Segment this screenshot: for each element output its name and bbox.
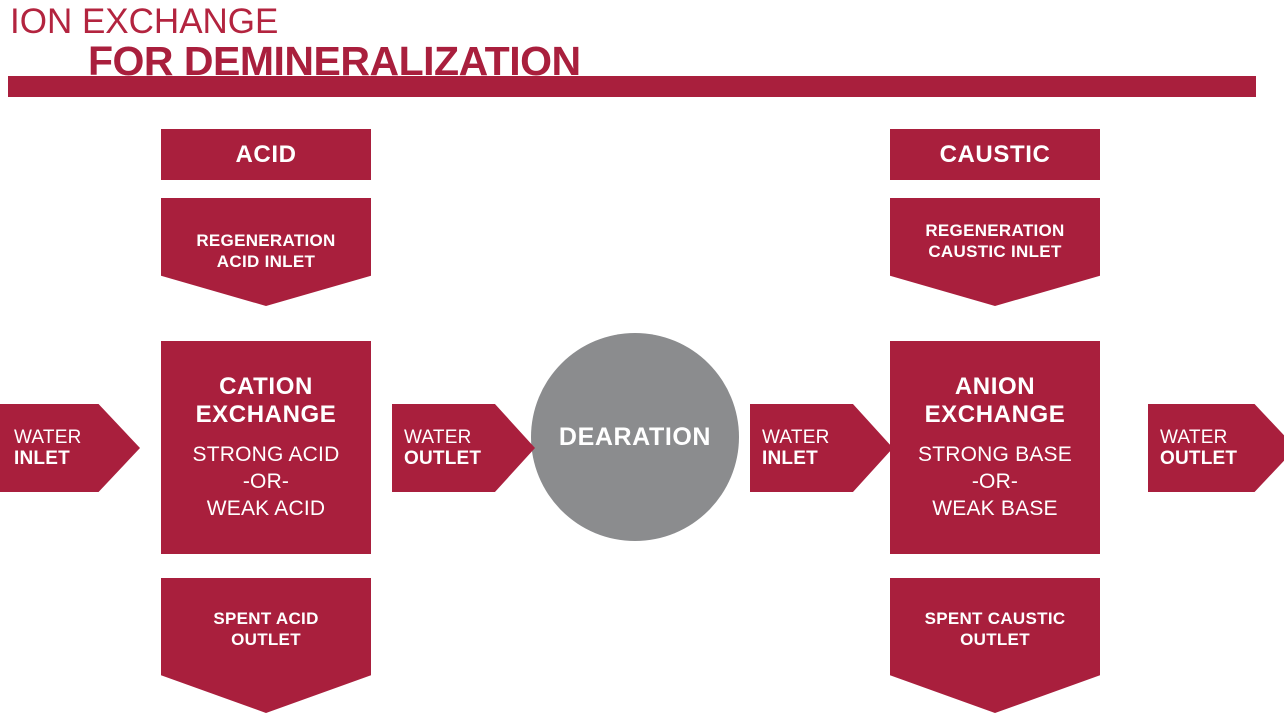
spent-caustic-outlet-line1: SPENT CAUSTIC xyxy=(924,609,1066,628)
spent-acid-outlet-line2: OUTLET xyxy=(231,630,301,649)
water-outlet-arrow-to-dearation-line1: WATER xyxy=(404,426,472,448)
title-primary: ION EXCHANGE xyxy=(10,2,279,41)
water-inlet-arrow-to-anion-line1: WATER xyxy=(762,426,830,448)
water-outlet-arrow-to-dearation: WATER OUTLET xyxy=(392,404,535,492)
regeneration-caustic-inlet-line2: CAUSTIC INLET xyxy=(928,242,1062,261)
regeneration-caustic-inlet-arrow: REGENERATION CAUSTIC INLET xyxy=(890,198,1100,306)
regeneration-acid-inlet-line1: REGENERATION xyxy=(196,231,336,250)
caustic-chemical-box: CAUSTIC xyxy=(890,129,1100,180)
dearation-circle: DEARATION xyxy=(531,333,739,541)
acid-chemical-box: ACID xyxy=(161,129,371,180)
cation-detail-line3: WEAK ACID xyxy=(206,497,326,520)
cation-detail-line2: -OR- xyxy=(242,470,290,493)
regeneration-acid-inlet-arrow: REGENERATION ACID INLET xyxy=(161,198,371,306)
cation-exchange-heading-line1: CATION xyxy=(219,373,313,400)
anion-detail-line2: -OR- xyxy=(971,470,1019,493)
caustic-label: CAUSTIC xyxy=(939,140,1051,168)
anion-detail-line1: STRONG BASE xyxy=(918,443,1072,466)
regeneration-caustic-inlet-line1: REGENERATION xyxy=(925,221,1065,240)
water-inlet-arrow-left-line1: WATER xyxy=(14,426,82,448)
cation-exchange-vessel: CATION EXCHANGE STRONG ACID -OR- WEAK AC… xyxy=(161,341,371,554)
cation-exchange-heading-line2: EXCHANGE xyxy=(195,401,337,428)
anion-exchange-heading-line1: ANION xyxy=(954,373,1036,400)
water-outlet-arrow-right-line1: WATER xyxy=(1160,426,1228,448)
water-inlet-arrow-left-line2: INLET xyxy=(14,447,70,469)
cation-detail-line1: STRONG ACID xyxy=(192,443,340,466)
spent-caustic-outlet-line2: OUTLET xyxy=(960,630,1030,649)
title-underline-bar xyxy=(8,76,1256,97)
water-outlet-arrow-right-line2: OUTLET xyxy=(1160,447,1238,469)
spent-acid-outlet-arrow: SPENT ACID OUTLET xyxy=(161,578,371,713)
title-secondary: FOR DEMINERALIZATION xyxy=(88,38,581,84)
water-inlet-arrow-to-anion: WATER INLET xyxy=(750,404,893,492)
water-outlet-arrow-right: WATER OUTLET xyxy=(1148,404,1284,492)
spent-caustic-outlet-arrow: SPENT CAUSTIC OUTLET xyxy=(890,578,1100,713)
water-inlet-arrow-left: WATER INLET xyxy=(0,404,140,492)
water-inlet-arrow-to-anion-line2: INLET xyxy=(762,447,818,469)
anion-exchange-vessel: ANION EXCHANGE STRONG BASE -OR- WEAK BAS… xyxy=(890,341,1100,554)
anion-exchange-heading-line2: EXCHANGE xyxy=(924,401,1066,428)
dearation-label: DEARATION xyxy=(558,422,712,451)
water-outlet-arrow-to-dearation-line2: OUTLET xyxy=(404,447,482,469)
spent-acid-outlet-line1: SPENT ACID xyxy=(213,609,319,628)
acid-label: ACID xyxy=(235,140,297,168)
anion-detail-line3: WEAK BASE xyxy=(932,497,1058,520)
regeneration-acid-inlet-line2: ACID INLET xyxy=(216,252,316,271)
title-block: ION EXCHANGE FOR DEMINERALIZATION xyxy=(0,0,1284,110)
